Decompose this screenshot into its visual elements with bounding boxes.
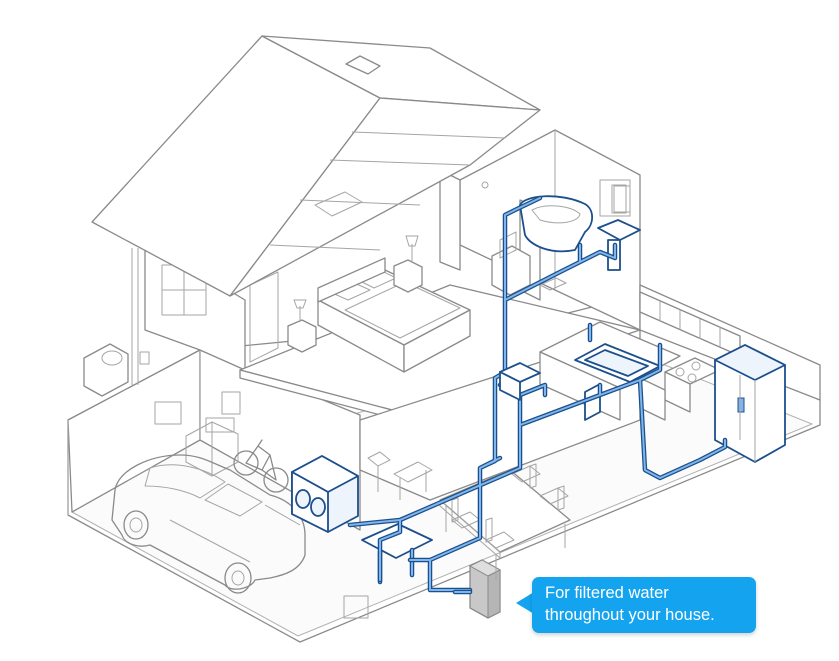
callout-line-1: For filtered water bbox=[545, 582, 756, 604]
filter-callout: For filtered water throughout your house… bbox=[532, 577, 756, 633]
ac-unit-icon bbox=[84, 344, 128, 396]
callout-line-2: throughout your house. bbox=[545, 604, 756, 626]
roof bbox=[92, 36, 540, 296]
